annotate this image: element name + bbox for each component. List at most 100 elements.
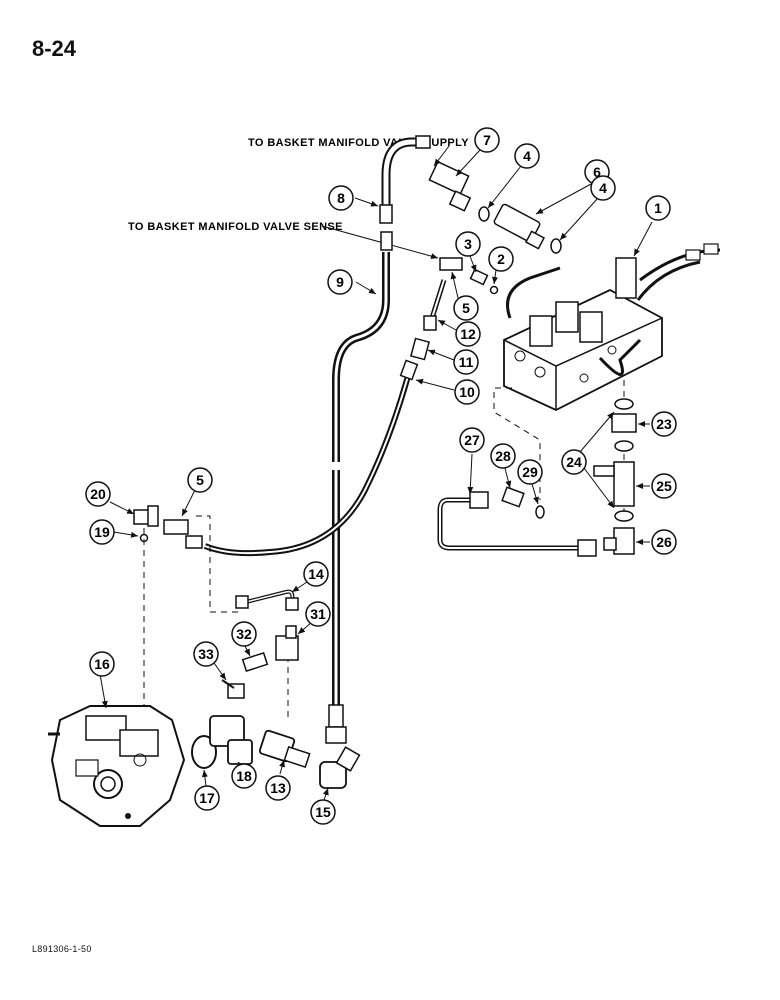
check-valve-6 — [493, 203, 546, 250]
elbow-18 — [209, 715, 253, 765]
callout-number: 20 — [90, 486, 106, 502]
fitting-28 — [501, 486, 525, 508]
callout-26: 26 — [651, 529, 677, 555]
callout-number: 19 — [94, 524, 110, 540]
callout-number: 33 — [198, 646, 214, 662]
callout-5-top: 5 — [453, 295, 479, 321]
callout-number: 3 — [464, 236, 472, 252]
callout-number: 9 — [336, 274, 344, 290]
callout-number: 13 — [270, 780, 286, 796]
callout-12: 12 — [455, 321, 481, 347]
callout-number: 11 — [459, 354, 474, 370]
elbow-20 — [133, 505, 159, 527]
valve-25 — [593, 461, 635, 507]
callout-27: 27 — [459, 427, 485, 453]
callout-17: 17 — [194, 785, 220, 811]
tube-14 — [235, 589, 299, 611]
callout-number: 29 — [522, 464, 538, 480]
o-ring-24b — [614, 440, 634, 452]
elbow-15 — [319, 746, 361, 789]
callout-number: 7 — [483, 132, 491, 148]
callout-number: 25 — [656, 478, 672, 494]
manifold-valve-1 — [503, 243, 721, 412]
callout-3: 3 — [455, 231, 481, 257]
page-number: 8-24 — [32, 36, 77, 61]
callout-number: 17 — [199, 790, 215, 806]
sense-label: TO BASKET MANIFOLD VALVE SENSE — [128, 221, 343, 233]
hose-10 — [185, 359, 419, 557]
callout-5-left: 5 — [187, 467, 213, 493]
callout-13: 13 — [265, 775, 291, 801]
callout-number: 26 — [656, 534, 672, 550]
callout-number: 4 — [523, 148, 531, 164]
callout-19: 19 — [89, 519, 115, 545]
callout-number: 28 — [495, 448, 511, 464]
callout-18: 18 — [231, 763, 257, 789]
callout-10: 10 — [454, 379, 480, 405]
assembly-dash-lines — [143, 380, 625, 720]
o-ring-17 — [191, 735, 217, 769]
callout-24: 24 — [561, 449, 587, 475]
callout-16: 16 — [89, 651, 115, 677]
callout-number: 5 — [462, 300, 470, 316]
callout-25: 25 — [651, 473, 677, 499]
callout-number: 24 — [566, 454, 582, 470]
supply-label: TO BASKET MANIFOLD VALVE SUPPLY — [248, 137, 469, 149]
callout-leaders — [99, 145, 653, 801]
callout-number: 16 — [94, 656, 110, 672]
callout-2: 2 — [488, 246, 514, 272]
callout-number: 27 — [464, 432, 480, 448]
callout-number: 8 — [337, 190, 345, 206]
callout-8: 8 — [328, 185, 354, 211]
pump-16 — [48, 705, 186, 827]
callout-33: 33 — [193, 641, 219, 667]
tee-31 — [275, 625, 299, 661]
hose-8 — [379, 135, 431, 224]
o-ring-19 — [139, 533, 149, 543]
tee-5-top — [439, 257, 463, 271]
callout-number: 12 — [460, 326, 476, 342]
callout-number: 15 — [315, 804, 331, 820]
elbow-26 — [603, 527, 635, 555]
o-ring-24a — [614, 398, 634, 410]
tee-5-left — [163, 519, 189, 535]
hose-9 — [325, 231, 393, 744]
callout-number: 4 — [599, 180, 607, 196]
cap-33 — [221, 679, 245, 699]
sense-leader — [321, 225, 439, 260]
callout-20: 20 — [85, 481, 111, 507]
o-ring-2 — [489, 285, 499, 295]
callout-9: 9 — [327, 269, 353, 295]
callout-number: 18 — [236, 768, 252, 784]
fitting-3 — [469, 268, 489, 286]
tube-27 — [437, 491, 597, 557]
callout-15: 15 — [310, 799, 336, 825]
tube-12 — [423, 279, 447, 331]
callout-23: 23 — [651, 411, 677, 437]
callout-32: 32 — [231, 621, 257, 647]
callout-14: 14 — [303, 561, 329, 587]
o-ring-24c — [614, 510, 634, 522]
callout-number: 5 — [196, 472, 204, 488]
fitting-11 — [409, 337, 431, 361]
fitting-32 — [241, 651, 269, 673]
fitting-13 — [258, 729, 311, 769]
callout-number: 14 — [308, 566, 324, 582]
callout-4b: 4 — [590, 175, 616, 201]
callout-31: 31 — [305, 601, 331, 627]
callout-28: 28 — [490, 443, 516, 469]
callout-7: 7 — [474, 127, 500, 153]
callout-11: 11 — [453, 349, 479, 375]
callout-number: 6 — [593, 164, 601, 180]
tee-7 — [428, 160, 472, 212]
o-ring-4a — [478, 206, 490, 222]
callout-number: 1 — [654, 200, 662, 216]
o-ring-29 — [535, 505, 545, 519]
figure-code: L891306-1-50 — [32, 944, 92, 954]
callout-number: 10 — [459, 384, 475, 400]
callout-number: 32 — [236, 626, 252, 642]
callout-bubbles: 7 8 4 6 4 1 3 2 9 5 12 11 10 23 24 25 26… — [85, 127, 677, 825]
callout-4a: 4 — [514, 143, 540, 169]
adapter-23 — [611, 413, 637, 433]
